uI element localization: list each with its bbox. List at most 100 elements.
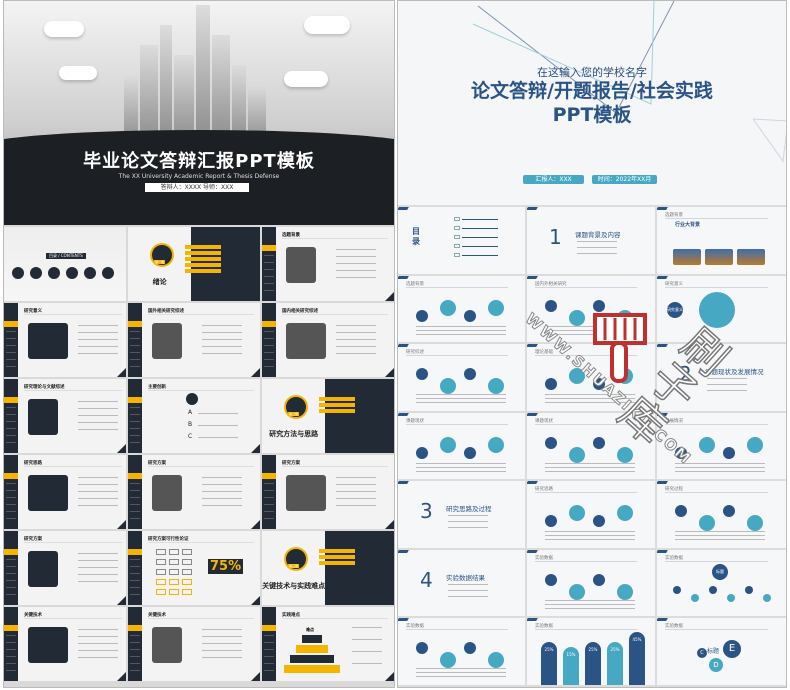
text-line <box>202 629 242 630</box>
slide-thumbnail[interactable]: 研究理论与文献综述 <box>4 379 126 453</box>
toc-item <box>462 255 498 256</box>
node <box>593 378 605 390</box>
sidebar-active <box>262 321 276 327</box>
node <box>488 652 504 668</box>
corner-mark <box>657 344 668 347</box>
slide-thumbnail[interactable]: 研究思路 <box>527 481 655 548</box>
slide-title: 关键技术 <box>148 612 254 619</box>
node <box>617 368 633 384</box>
bar: 15% <box>563 647 579 685</box>
slide-thumbnail[interactable]: 国外相关研究综述 <box>128 303 260 377</box>
node <box>593 515 605 527</box>
slide-thumbnail[interactable]: 研究方案 <box>4 531 126 605</box>
slide-thumbnail[interactable]: 理论基础 <box>527 344 655 411</box>
building <box>232 65 246 145</box>
slide-title: 选题背景 <box>665 212 769 219</box>
text-line <box>336 346 376 347</box>
slide-thumbnail[interactable]: 选题背景 <box>262 227 394 301</box>
slide-thumbnail[interactable]: 第一章绪论 <box>128 227 260 301</box>
slide-thumbnail[interactable]: 实验数据标题 <box>657 549 786 616</box>
sidebar-active <box>128 397 142 403</box>
text-line <box>202 636 242 637</box>
section-item <box>319 409 356 413</box>
slide-thumbnail[interactable]: 课题现状 <box>527 412 655 479</box>
sidebar-item <box>264 483 274 484</box>
slide-thumbnail[interactable]: 实践难点难点 <box>262 607 394 681</box>
text-line <box>545 325 635 327</box>
corner-mark <box>251 444 260 453</box>
sidebar-item <box>264 504 274 505</box>
slide-thumbnail[interactable]: 研究综述 <box>398 344 525 411</box>
slide-thumbnail[interactable]: 第三章关键技术与实践难点 <box>262 531 394 605</box>
sidebar-item <box>6 573 16 574</box>
triangle-decoration <box>472 1 786 163</box>
pyramid-layer <box>296 645 328 653</box>
sidebar-item <box>264 511 274 512</box>
section-title: 研究方法与思路 <box>269 430 319 438</box>
node <box>617 309 633 326</box>
sidebar-item <box>130 594 140 595</box>
corner-mark <box>385 292 394 301</box>
text-line <box>545 607 635 609</box>
slide-thumbnail[interactable]: 研究方案 <box>262 455 394 529</box>
contents-icon <box>84 267 96 279</box>
slide-thumbnail[interactable]: 国内外相关研究 <box>527 275 655 342</box>
slide-thumbnail[interactable]: 研究思路 <box>4 455 126 529</box>
corner-mark <box>657 618 668 621</box>
slide-thumbnail[interactable]: 发展情况 <box>657 412 786 479</box>
sidebar-item <box>130 497 140 498</box>
sidebar-active <box>128 473 142 479</box>
section-item <box>185 269 222 273</box>
sidebar-item <box>130 366 140 367</box>
sidebar-item <box>130 573 140 574</box>
slide-thumbnail[interactable]: 关键技术 <box>4 607 126 681</box>
text-line <box>416 402 506 403</box>
sidebar-item <box>130 670 140 671</box>
slide-thumbnail[interactable]: 关键技术 <box>128 607 260 681</box>
node <box>569 368 585 384</box>
node <box>488 436 504 453</box>
text-line <box>416 394 506 395</box>
section-item <box>448 515 488 516</box>
option-label: C <box>188 433 193 440</box>
text-line <box>202 353 242 354</box>
slide-thumbnail[interactable]: 研究过程 <box>657 481 786 548</box>
slide-thumbnail[interactable]: 选题背景 <box>398 275 525 342</box>
content-block <box>286 247 316 283</box>
grid-box <box>156 579 166 585</box>
slide-thumbnail[interactable]: 国内相关研究综述 <box>262 303 394 377</box>
text-line <box>352 663 382 664</box>
slide-thumbnail[interactable]: 研究意义 <box>4 303 126 377</box>
cover-subtitle: The XX University Academic Report & Thes… <box>118 173 280 180</box>
sidebar-item <box>6 649 16 650</box>
sidebar-item <box>6 594 16 595</box>
slide-thumbnail[interactable]: 第二章研究方法与思路 <box>262 379 394 453</box>
slide-thumbnail[interactable]: 目录 / CONTENTS <box>4 227 126 301</box>
node <box>488 378 504 394</box>
slide-thumbnail[interactable]: 目录 <box>398 207 525 274</box>
slide-thumbnail[interactable]: 实验数据 <box>527 549 655 616</box>
sidebar-item <box>130 331 140 332</box>
photo <box>673 249 701 265</box>
bar: 25% <box>607 642 623 685</box>
slide-thumbnail[interactable]: 研究意义研究意义 <box>657 275 786 342</box>
sidebar-item <box>130 414 140 415</box>
corner-mark <box>398 481 409 484</box>
slide-thumbnail[interactable]: 研究方案 <box>128 455 260 529</box>
text-line <box>78 484 118 485</box>
slide-thumbnail[interactable]: 实验数据 <box>398 618 525 685</box>
slide-thumbnail[interactable]: 课题现状 <box>398 412 525 479</box>
text-line <box>198 413 238 414</box>
slide-sidebar <box>128 379 142 453</box>
text-line <box>202 325 242 326</box>
slide-thumbnail[interactable]: 选题背景行业大背景 <box>657 207 786 274</box>
